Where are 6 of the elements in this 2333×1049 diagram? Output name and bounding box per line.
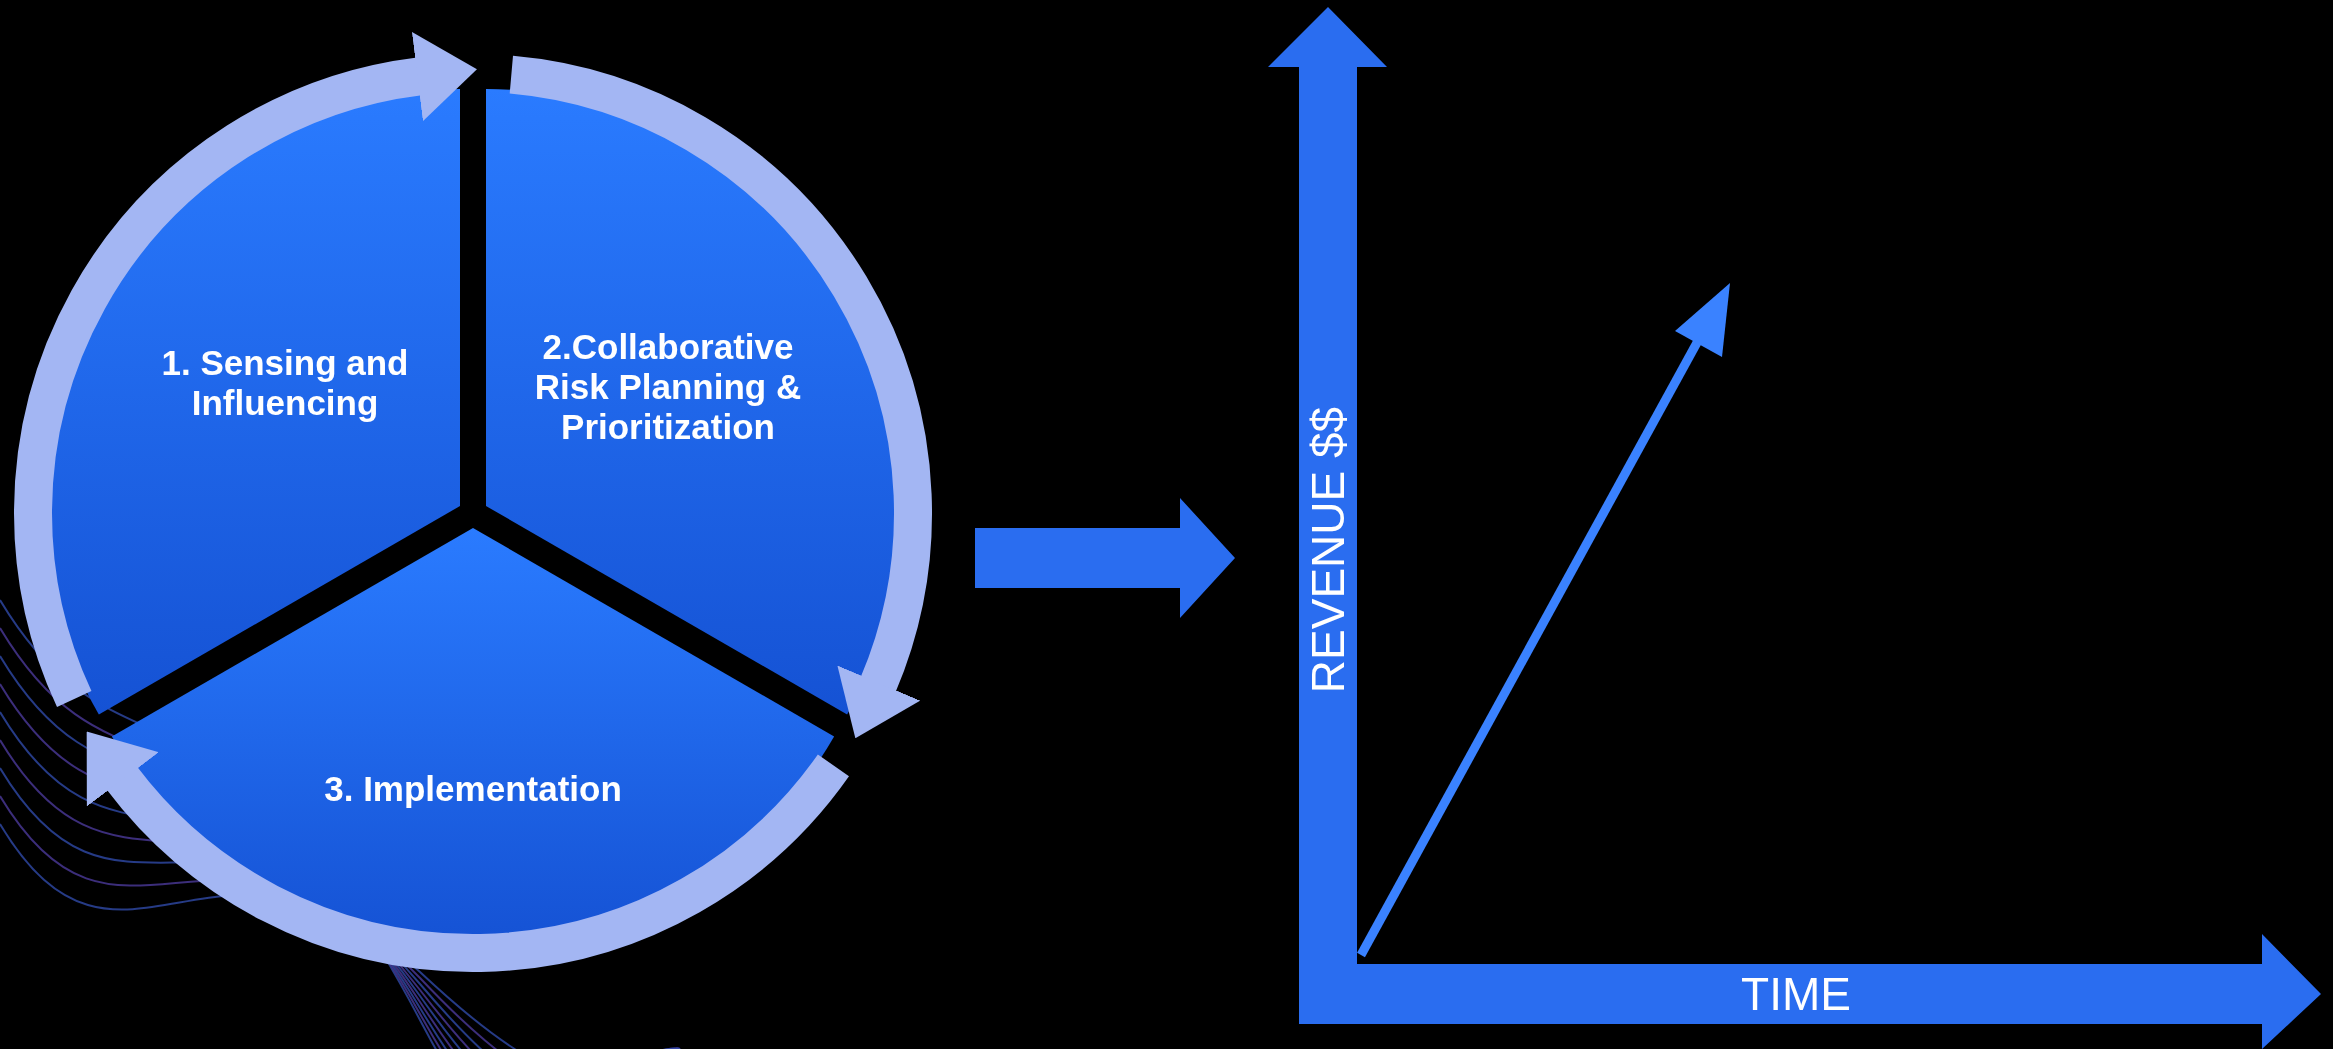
axis-label: REVENUE $$ — [1301, 406, 1355, 694]
segment-label: 2.Collaborative Risk Planning & Prioritization — [533, 326, 803, 447]
segment-label: 1. Sensing and Influencing — [160, 342, 410, 423]
segment-label: 3. Implementation — [323, 769, 623, 809]
axis-label: TIME — [1741, 967, 1851, 1021]
cycle-arrow — [14, 32, 477, 706]
